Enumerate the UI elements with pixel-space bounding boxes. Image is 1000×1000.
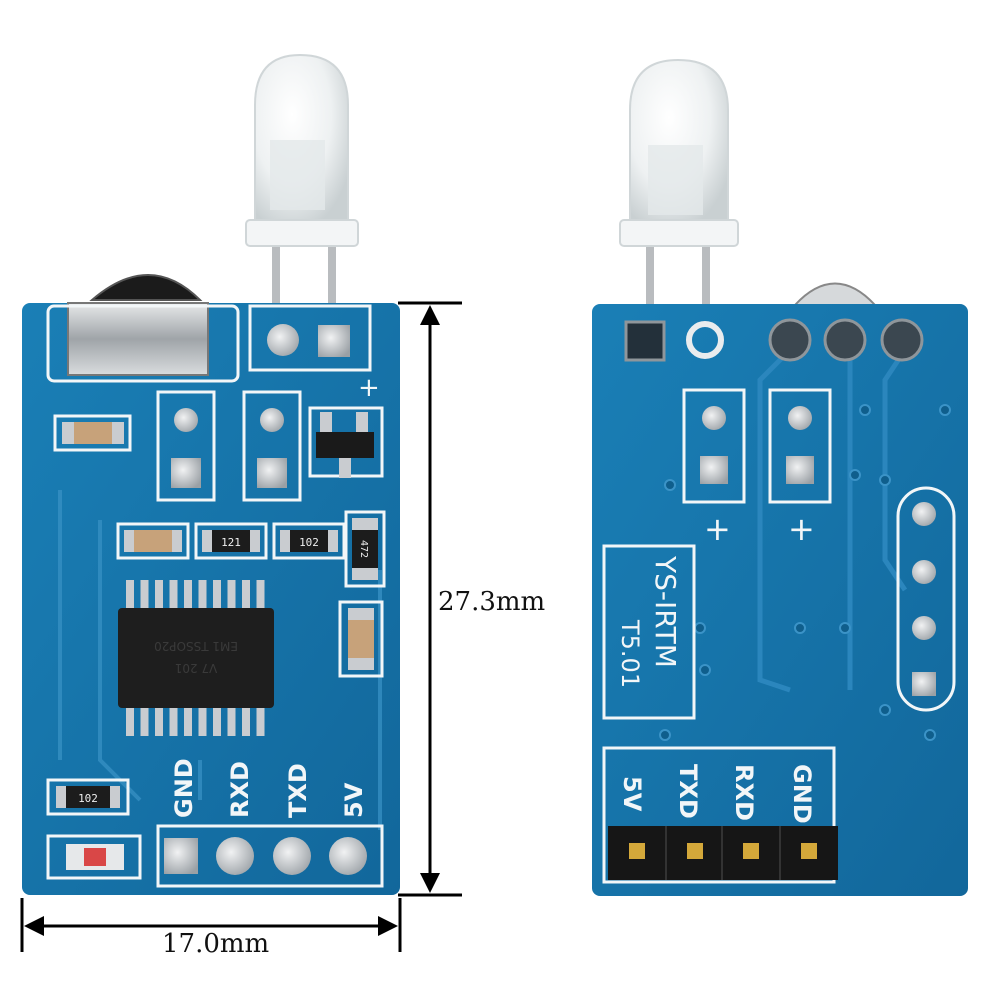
back-pad-round	[823, 318, 867, 362]
sot23-transistor	[316, 432, 374, 458]
square-pad	[171, 458, 201, 488]
back-plus-mark: +	[788, 510, 815, 548]
receiver-pad	[912, 560, 936, 584]
back-pin-label-5v: 5V	[618, 776, 646, 812]
ic-pin	[140, 706, 149, 736]
ic-pin	[184, 580, 192, 610]
led-lead-right	[702, 240, 710, 308]
ic-pin	[169, 580, 178, 610]
led-lead-left	[272, 240, 280, 350]
ic-pin	[227, 580, 236, 610]
back-pad-round	[880, 318, 924, 362]
led-pad-square	[318, 325, 350, 357]
height-label: 27.3mm	[438, 587, 545, 617]
width-dimension	[20, 898, 402, 952]
ic-pin	[242, 706, 250, 736]
ic-pin	[256, 580, 265, 610]
via-pad	[174, 408, 198, 432]
front-pin-label-txd: TXD	[284, 763, 312, 818]
header-pin	[687, 843, 703, 859]
model-label: YS-IRTM	[649, 555, 682, 668]
width-label: 17.0mm	[162, 929, 269, 959]
header-pad-round	[216, 837, 254, 875]
front-pin-label-rxd: RXD	[226, 761, 254, 818]
led-pad-round	[267, 324, 299, 356]
ic-chip: EM1 TSSOP20 V7 201	[118, 580, 274, 736]
header-pad-round	[329, 837, 367, 875]
square-pad	[257, 458, 287, 488]
header-pad-square	[164, 838, 198, 874]
header-pin	[801, 843, 817, 859]
header-pin	[743, 843, 759, 859]
ic-pin	[169, 706, 178, 736]
ic-pin	[198, 706, 207, 736]
header-pin	[629, 843, 645, 859]
smd-resistor-121	[210, 530, 252, 552]
ic-pin	[256, 706, 265, 736]
back-pin-label-txd: TXD	[674, 764, 702, 819]
ic-pin	[140, 580, 149, 610]
smd-resistor-472	[352, 530, 378, 568]
receiver-pad	[912, 502, 936, 526]
receiver-pad	[912, 616, 936, 640]
resistor-code: 102	[299, 536, 319, 549]
back-pcb	[592, 304, 968, 896]
via-pad	[260, 408, 284, 432]
ic-pin	[155, 706, 163, 736]
ic-pin	[126, 706, 134, 736]
led-lead-left	[646, 240, 654, 308]
ic-pin	[198, 580, 207, 610]
ic-marking: EM1 TSSOP20	[154, 639, 238, 653]
ir-receiver-dome	[792, 282, 878, 306]
ic-pin	[126, 580, 134, 610]
receiver-pad	[912, 672, 936, 696]
back-pad-square	[624, 320, 666, 362]
via-pad	[702, 406, 726, 430]
back-board: + + YS-IRTM T5.01 5V TXD RXD GND	[592, 58, 968, 896]
version-label: T5.01	[616, 619, 644, 688]
front-plus-mark: +	[358, 373, 380, 403]
header-pad-round	[273, 837, 311, 875]
front-pin-label-5v: 5V	[340, 782, 368, 818]
ic-marking: V7 201	[175, 661, 218, 675]
ic-pin	[213, 580, 221, 610]
ir-receiver-housing	[67, 302, 209, 376]
square-pad	[700, 456, 728, 484]
ic-pin	[213, 706, 221, 736]
ic-pin	[155, 580, 163, 610]
ir-led	[245, 53, 359, 247]
back-pin-label-gnd: GND	[788, 764, 816, 824]
pin-header	[608, 826, 838, 880]
smd-capacitor	[70, 422, 116, 444]
ic-pin	[227, 706, 236, 736]
smd-resistor-102-b	[64, 786, 112, 808]
resistor-code: 102	[78, 792, 98, 805]
resistor-code: 472	[358, 540, 369, 558]
back-pad-ring	[686, 321, 724, 359]
resistor-code: 121	[221, 536, 241, 549]
ic-pin	[242, 580, 250, 610]
back-pad-round	[768, 318, 812, 362]
smd-capacitor	[348, 618, 374, 660]
ir-led	[619, 58, 739, 247]
back-pin-label-rxd: RXD	[730, 764, 758, 821]
height-dimension	[398, 301, 462, 897]
back-plus-mark: +	[704, 510, 731, 548]
front-pin-label-gnd: GND	[170, 758, 198, 818]
smd-resistor-102	[288, 530, 330, 552]
via-pad	[788, 406, 812, 430]
led-lead-right	[328, 240, 336, 345]
square-pad	[786, 456, 814, 484]
smd-capacitor	[132, 530, 174, 552]
front-board: + 121 102 472	[22, 53, 400, 895]
ir-receiver-dome	[89, 274, 203, 301]
ic-pin	[184, 706, 192, 736]
